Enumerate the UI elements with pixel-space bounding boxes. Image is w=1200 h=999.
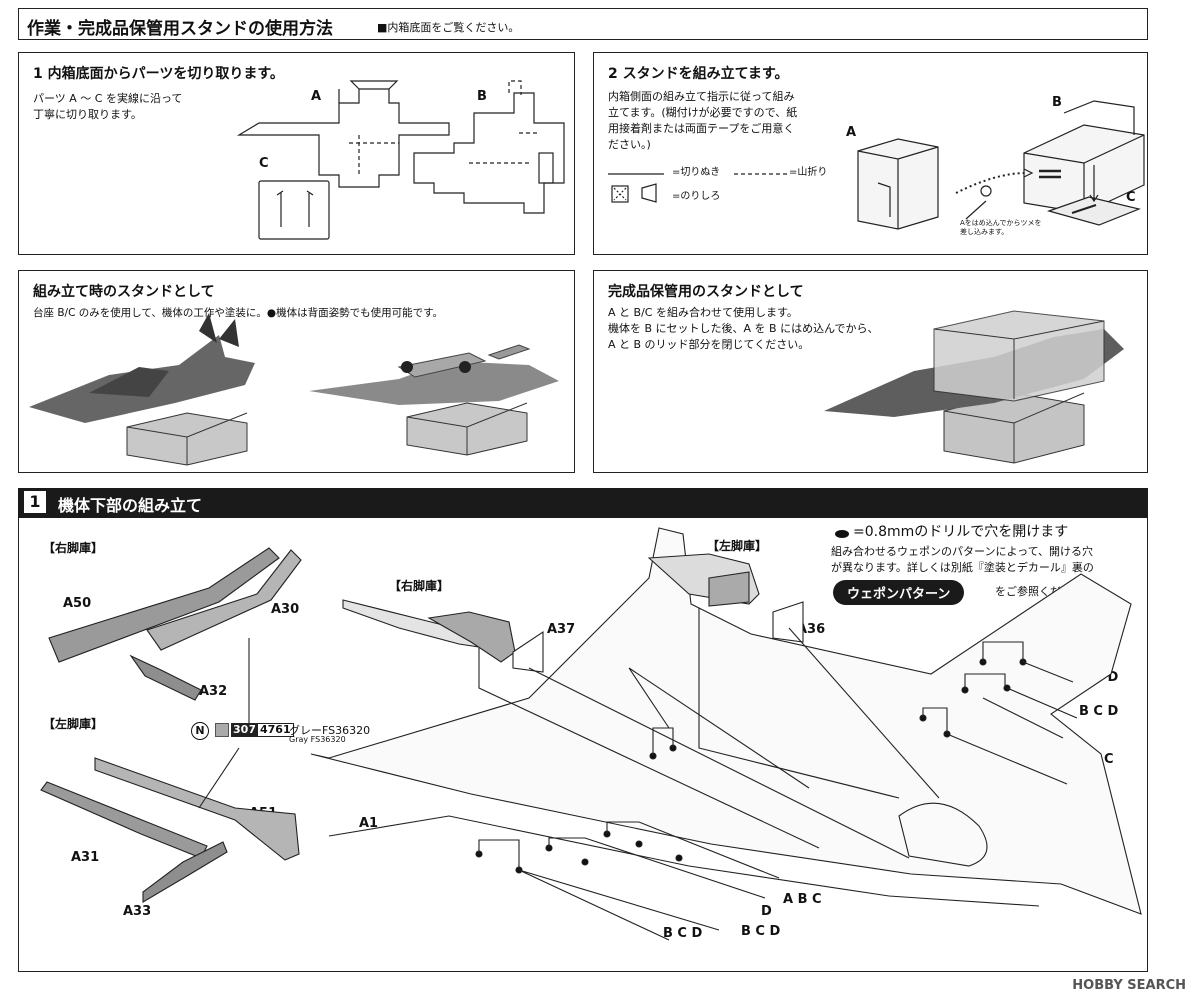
panel1-title: 1 内箱底面からパーツを切り取ります。 (33, 66, 284, 82)
panel-cut-parts: 1 内箱底面からパーツを切り取ります。 パーツ A ～ C を実線に沿って 丁寧… (18, 52, 575, 255)
paint-name: グレーFS36320 (289, 724, 371, 737)
drill-text-1: 組み合わせるウェポンのパターンによって、開ける穴 (831, 545, 1094, 558)
paint-brand-n: N (191, 722, 209, 740)
drill-text-2: が異なります。詳しくは別紙『塗装とデカール』裏の (831, 561, 1094, 574)
drill-dot-icon (835, 530, 849, 538)
header-note: ■内箱底面をご覧ください。 (377, 21, 520, 34)
panel-work-stand: 組み立て時のスタンドとして 台座 B/C のみを使用して、機体の工作や塗装に。●… (18, 270, 575, 473)
part-label-a: A (311, 89, 322, 104)
cut-pattern-diagram (236, 80, 565, 240)
lower-fuselage-assembly-diagram (40, 527, 1142, 941)
code-8: B C D (741, 924, 781, 939)
legend-cut: =切りぬき (672, 167, 721, 178)
paint-code-a: 307 (231, 723, 258, 737)
panel-assemble-stand: 2 スタンドを組み立てます。 内箱側面の組み立て指示に従って組み 立てます。(糊… (593, 52, 1148, 255)
right-bay-label-2: 【右脚庫】 (389, 579, 450, 593)
step-number: 1 (24, 491, 46, 513)
part-a37: A37 (547, 622, 576, 637)
stand-note-2: 差し込みます。 (960, 228, 1009, 236)
panel1-text-2: 丁寧に切り取ります。 (33, 108, 142, 121)
part-label-b: B (477, 89, 487, 104)
paint-swatch (215, 723, 229, 737)
stand-note-1: Aをはめ込んでからツメを (960, 219, 1042, 227)
aircraft-in-storage-photo (824, 310, 1124, 464)
part-label-c: C (259, 156, 269, 171)
panel4-text-2: 機体を B にセットした後、A を B にはめ込んでから、 (608, 322, 879, 335)
panel2-text-2: 立てます。(糊付けが必要ですので、紙 (608, 106, 798, 119)
step-header: 1 機体下部の組み立て (18, 488, 1148, 518)
panel2-text-4: ださい。) (608, 138, 651, 151)
stand-label-b: B (1052, 95, 1062, 110)
drill-note: =0.8mmのドリルで穴を開けます (853, 524, 1069, 540)
panel2-title: 2 スタンドを組み立てます。 (608, 66, 789, 82)
panel4-text-3: A と B のリッド部分を閉じてください。 (608, 338, 810, 351)
part-a30: A30 (271, 602, 300, 617)
part-a32: A32 (199, 684, 228, 699)
code-2: B C D (1079, 704, 1119, 719)
panel4-title: 完成品保管用のスタンドとして (608, 284, 804, 300)
panel4-text-1: A と B/C を組み合わせて使用します。 (608, 306, 798, 319)
panel2-text-3: 用接着剤または両面テープをご用意く (608, 122, 795, 135)
code-6: D (761, 904, 772, 919)
watermark: HOBBY SEARCH (1072, 978, 1186, 993)
step-body: 【右脚庫】 【左脚庫】 【右脚庫】 【左脚庫】 A50 A30 A32 A31 … (18, 518, 1148, 972)
part-a1: A1 (359, 816, 379, 831)
aircraft-on-stand-photos (29, 313, 559, 466)
code-5: A B C (783, 892, 822, 907)
paint-code-b: 4761 (257, 723, 294, 737)
stand-label-c: C (1126, 190, 1136, 205)
left-bay-label-1: 【左脚庫】 (43, 717, 104, 731)
panel1-text-1: パーツ A ～ C を実線に沿って (33, 92, 183, 105)
part-a31: A31 (71, 850, 100, 865)
part-a33: A33 (123, 904, 152, 919)
part-a36: A36 (797, 622, 826, 637)
left-bay-label-2: 【左脚庫】 (707, 539, 768, 553)
paint-code: N 307 4761 グレーFS36320 Gray FS36320 (191, 720, 381, 746)
page-title: 作業・完成品保管用スタンドの使用方法 (27, 19, 333, 39)
panel3-title: 組み立て時のスタンドとして (33, 284, 215, 300)
right-bay-label-1: 【右脚庫】 (43, 541, 104, 555)
legend-fold: =山折り (789, 167, 828, 178)
header-bar: 作業・完成品保管用スタンドの使用方法 ■内箱底面をご覧ください。 (18, 8, 1148, 40)
stand-label-a: A (846, 125, 857, 140)
paint-name-en: Gray FS36320 (289, 735, 346, 744)
stand-assembly-diagram (608, 100, 1145, 230)
panel3-text: 台座 B/C のみを使用して、機体の工作や塗装に。●機体は背面姿勢でも使用可能で… (33, 307, 444, 319)
panel2-text-1: 内箱側面の組み立て指示に従って組み (608, 90, 795, 103)
weapon-pattern-badge: ウェポンパターン (833, 580, 965, 605)
step-title: 機体下部の組み立て (58, 496, 203, 515)
legend-glue: =のりしろ (672, 191, 721, 202)
code-7: B C D (663, 926, 703, 941)
part-a50: A50 (63, 596, 92, 611)
panel-storage-stand: 完成品保管用のスタンドとして A と B/C を組み合わせて使用します。 機体を… (593, 270, 1148, 473)
